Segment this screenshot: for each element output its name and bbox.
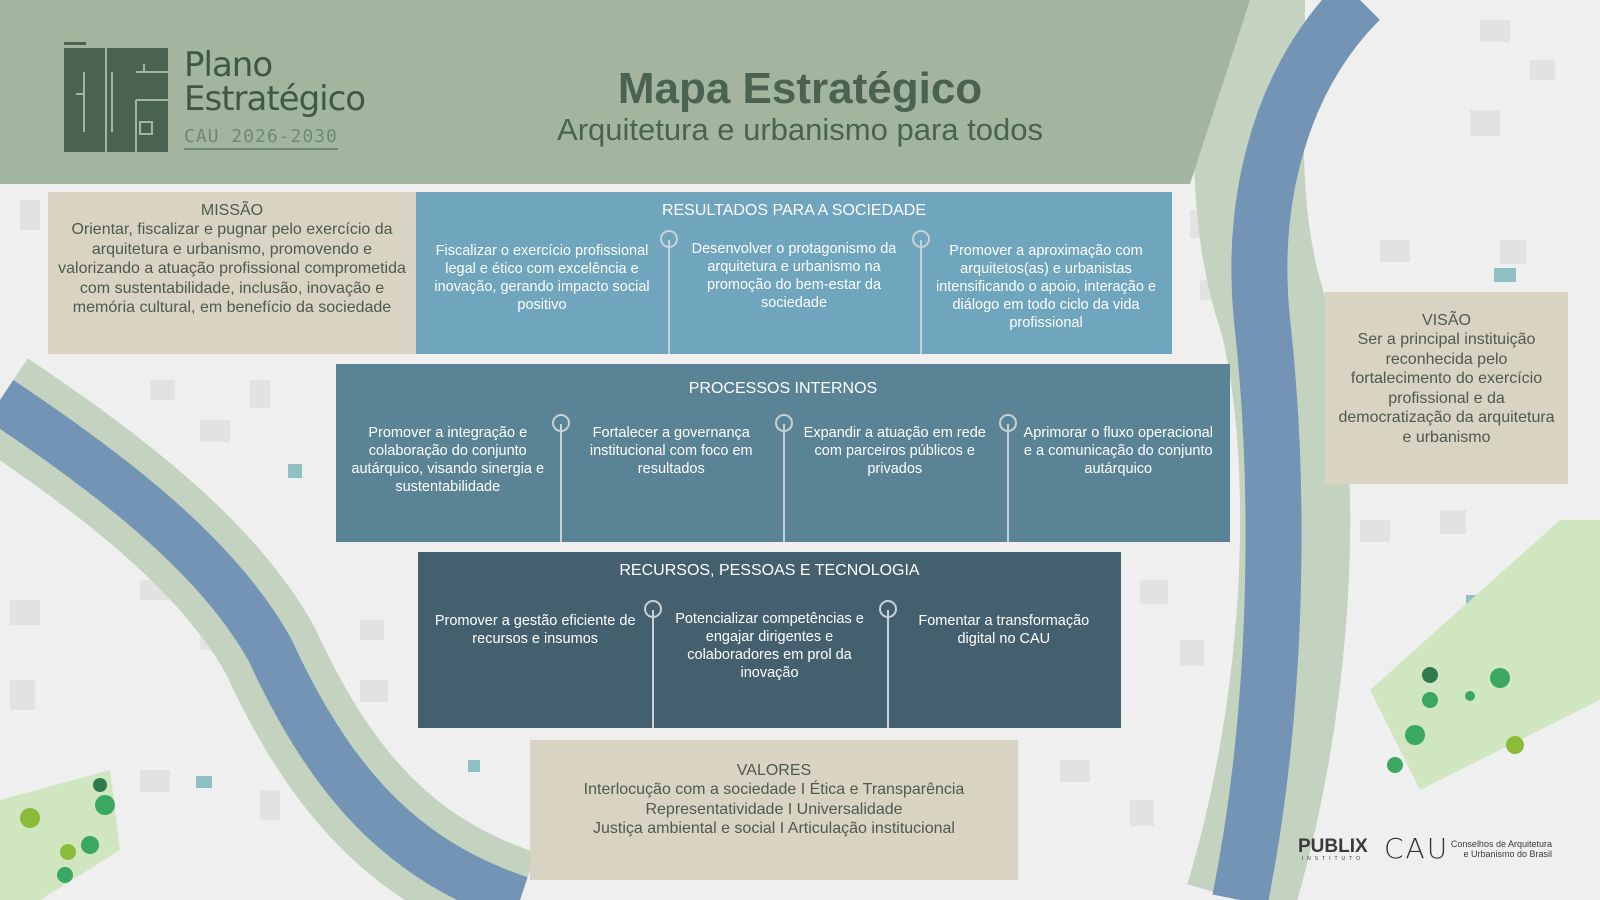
logo-subtitle: CAU 2026-2030	[184, 128, 338, 150]
visao-box: VISÃO Ser a principal instituição reconh…	[1325, 292, 1568, 484]
visao-text: Ser a principal instituição reconhecida …	[1338, 331, 1555, 446]
recursos-item: Potencializar competências e engajar dir…	[644, 600, 886, 728]
valores-box: VALORES Interlocução com a sociedade I É…	[530, 740, 1018, 880]
visao-title: VISÃO	[1422, 312, 1471, 329]
recursos-title: RECURSOS, PESSOAS E TECNOLOGIA	[619, 562, 920, 579]
processos-item: Expandir a atuação em rede com parceiros…	[775, 414, 1007, 542]
resultados-panel: RESULTADOS PARA A SOCIEDADE Fiscalizar o…	[416, 192, 1172, 354]
page-subtitle: Arquitetura e urbanismo para todos	[557, 112, 1043, 147]
publix-logo: PUBLIX INSTITUTO	[1298, 836, 1368, 862]
header	[0, 0, 1250, 184]
resultados-title: RESULTADOS PARA A SOCIEDADE	[661, 202, 927, 219]
processos-item: Promover a integração e colaboração do c…	[351, 425, 545, 495]
recursos-item: Promover a gestão eficiente de recursos …	[434, 613, 636, 647]
valores-line: Representatividade I Universalidade	[645, 800, 903, 818]
processos-item: Aprimorar o fluxo operacional e a comuni…	[998, 414, 1231, 542]
valores-line: Interlocução com a sociedade I Ética e T…	[583, 781, 965, 798]
plano-estrategico-logo-mark	[64, 42, 170, 159]
missao-title: MISSÃO	[200, 202, 264, 219]
recursos-item: Fomentar a transformação digital no CAU	[878, 600, 1121, 728]
missao-box: MISSÃO Orientar, fiscalizar e pugnar pel…	[48, 192, 416, 354]
recursos-panel: RECURSOS, PESSOAS E TECNOLOGIA Promover …	[418, 552, 1121, 728]
resultados-item: Desenvolver o protagonismo da arquitetur…	[660, 230, 920, 354]
missao-text: Orientar, fiscalizar e pugnar pelo exerc…	[58, 221, 406, 316]
page-title: Mapa Estratégico	[617, 64, 983, 113]
valores-title: VALORES	[736, 762, 812, 779]
cau-logo: CAU	[1384, 832, 1450, 865]
valores-line: Justiça ambiental e social I Articulação…	[593, 820, 955, 837]
processos-panel: PROCESSOS INTERNOS Promover a integração…	[336, 364, 1230, 542]
resultados-item: Promover a aproximação com arquitetos(as…	[912, 230, 1172, 354]
processos-item: Fortalecer a governança institucional co…	[551, 414, 784, 542]
resultados-item: Fiscalizar o exercício profissional lega…	[434, 243, 650, 313]
processos-title: PROCESSOS INTERNOS	[688, 380, 878, 397]
